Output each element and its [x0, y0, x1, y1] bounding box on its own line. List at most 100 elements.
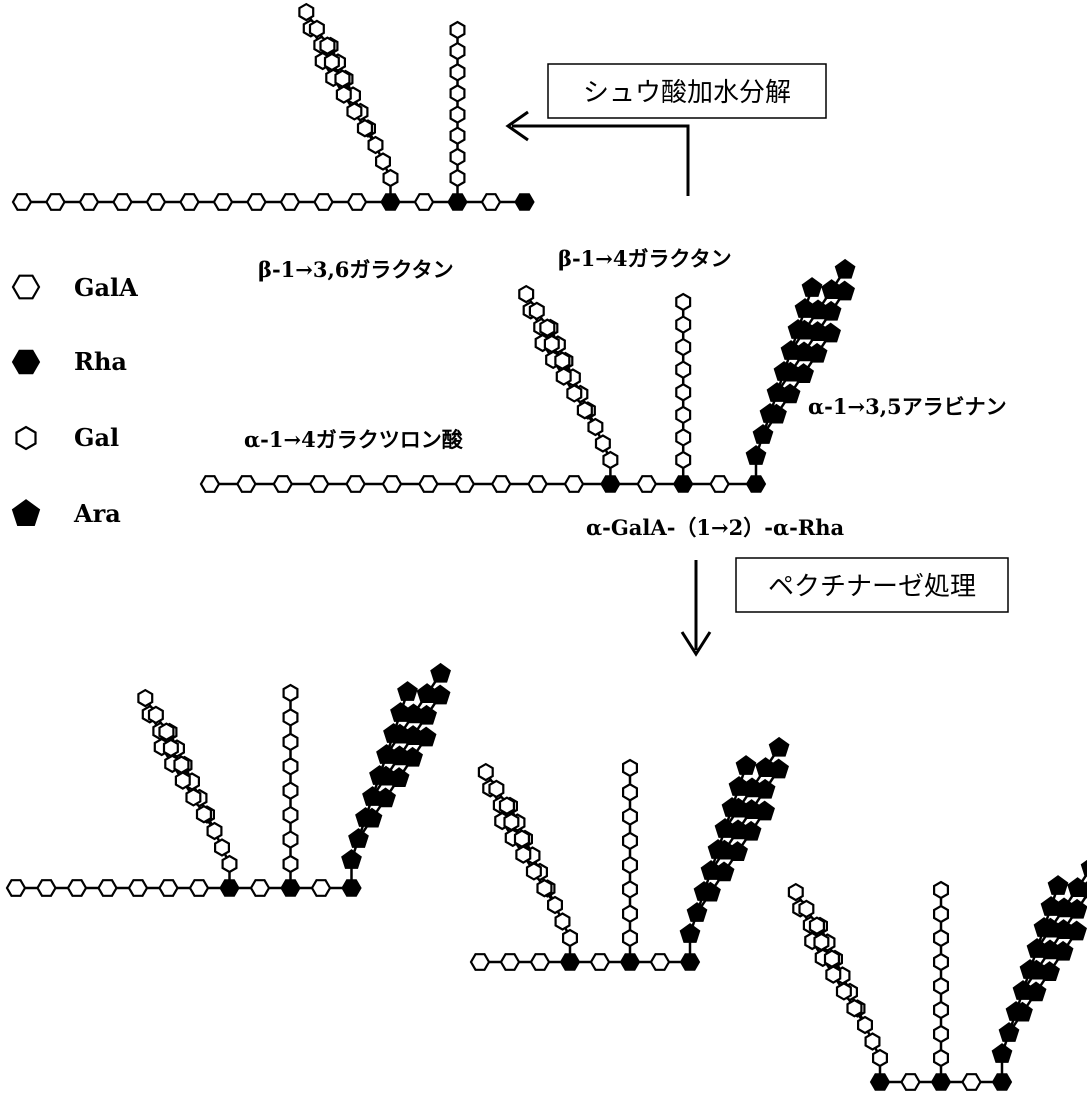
gala-residue [190, 880, 208, 896]
gal-residue [284, 758, 298, 774]
gala-residue [531, 954, 549, 970]
gal-residue [676, 384, 690, 400]
gal-residue [800, 901, 814, 917]
step-oxalic-hydrolysis: シュウ酸加水分解 [508, 64, 826, 196]
ara-residue [398, 682, 417, 700]
gala-residue [651, 954, 669, 970]
gal-residue [789, 884, 803, 900]
gal-residue [284, 685, 298, 701]
gal-residue [451, 64, 465, 80]
gala-residue [274, 476, 292, 492]
gal-residue [175, 757, 189, 773]
legend-label-gala: GalA [74, 273, 138, 302]
gal-residue [310, 21, 324, 37]
ara-residue [688, 903, 707, 921]
ara-residue [1000, 1023, 1019, 1041]
gal-residue [540, 320, 554, 336]
gala-residue [591, 954, 609, 970]
gal-residue [505, 814, 519, 830]
molecules [7, 4, 1087, 1090]
gal-residue [451, 85, 465, 101]
gal-residue [451, 43, 465, 59]
gal-residue [187, 789, 201, 805]
gal-residue [858, 1017, 872, 1033]
gal-residue [284, 856, 298, 872]
gala-residue [13, 276, 39, 299]
arrow-to-hydrolysis-product [512, 126, 688, 196]
label-alpha-1-3-5-arabinan: α-1→3,5アラビナン [808, 394, 1007, 419]
gala-residue [38, 880, 56, 896]
ara-residue [342, 850, 361, 868]
gal-residue [490, 781, 504, 797]
gal-residue [284, 807, 298, 823]
gal-residue [321, 38, 335, 54]
gal-residue [557, 369, 571, 385]
legend: GalA Rha Gal Ara [13, 273, 138, 528]
gala-residue [638, 476, 656, 492]
gal-residue [479, 764, 493, 780]
gal-residue [934, 954, 948, 970]
gal-residue [604, 452, 618, 468]
gal-residue [138, 690, 152, 706]
gala-residue [383, 476, 401, 492]
gal-residue [934, 1050, 948, 1066]
gala-residue [456, 476, 474, 492]
gal-residue [299, 4, 313, 20]
molecule-pectinase-product-1 [7, 664, 450, 896]
gal-residue [451, 128, 465, 144]
gal-residue [384, 170, 398, 186]
gal-residue [284, 832, 298, 848]
gal-residue [934, 882, 948, 898]
step-pectinase: ペクチナーゼ処理 [682, 558, 1008, 654]
gal-residue [623, 857, 637, 873]
gal-residue [176, 773, 190, 789]
gal-residue [336, 71, 350, 87]
gala-residue [312, 880, 330, 896]
gala-residue [7, 880, 25, 896]
gala-residue [471, 954, 489, 970]
gal-residue [451, 107, 465, 123]
gal-residue [676, 429, 690, 445]
gal-residue [500, 798, 514, 814]
label-beta-1-3-6-galactan: β-1→3,6ガラクタン [258, 257, 454, 282]
label-gala-rha-linkage: α-GalA-（1→2）-α-Rha [586, 515, 845, 540]
ara-residue [13, 500, 40, 525]
gal-residue [623, 809, 637, 825]
gal-residue [548, 897, 562, 913]
gal-residue [325, 54, 339, 70]
gal-residue [837, 983, 851, 999]
gala-residue [237, 476, 255, 492]
step-label: ペクチナーゼ処理 [768, 572, 976, 602]
gal-residue [934, 906, 948, 922]
label-alpha-1-4-galacturonic-acid: α-1→4ガラクツロン酸 [244, 427, 464, 452]
ara-residue [1049, 876, 1068, 894]
gala-residue [529, 476, 547, 492]
ara-residue [754, 425, 773, 443]
rha-residue [516, 194, 534, 210]
gal-residue [149, 707, 163, 723]
gal-residue [623, 906, 637, 922]
gal-residue [676, 294, 690, 310]
gal-residue [519, 286, 533, 302]
gal-residue [578, 402, 592, 418]
ara-residue [1082, 858, 1087, 876]
gal-residue [451, 22, 465, 38]
gal-residue [563, 930, 577, 946]
gala-residue [281, 194, 299, 210]
gal-residue [815, 934, 829, 950]
gal-residue [810, 918, 824, 934]
molecule-hydrolysis-product [13, 4, 534, 210]
gala-residue [711, 476, 729, 492]
gala-residue [201, 476, 219, 492]
gal-residue [676, 317, 690, 333]
gal-residue [623, 930, 637, 946]
gala-residue [501, 954, 519, 970]
gal-residue [826, 967, 840, 983]
legend-label-gal: Gal [74, 423, 119, 452]
gal-residue [676, 452, 690, 468]
step-label: シュウ酸加水分解 [583, 78, 791, 108]
ara-residue [803, 278, 822, 296]
gal-residue [623, 784, 637, 800]
gal-residue [676, 407, 690, 423]
gala-residue [419, 476, 437, 492]
